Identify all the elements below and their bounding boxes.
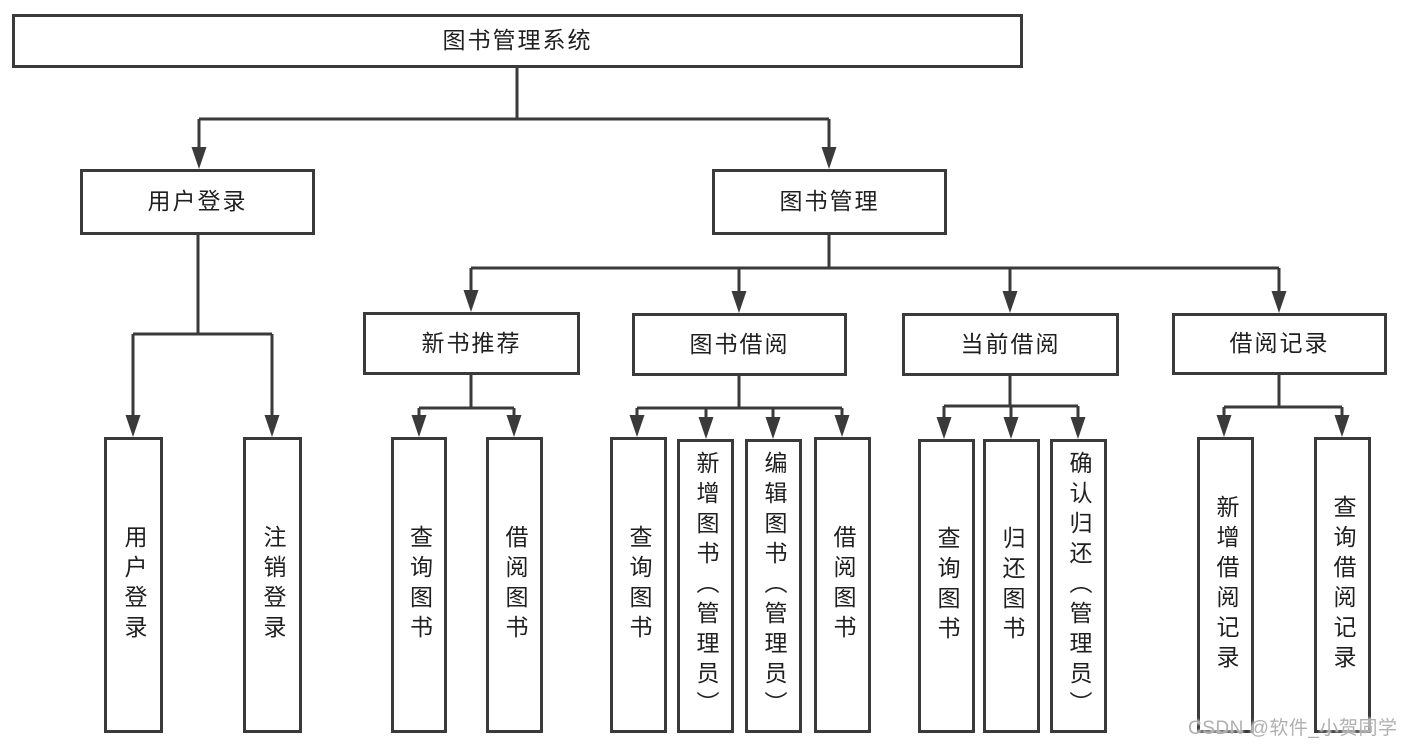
node-leaf-add-books-admin: 新增图书（管理员） xyxy=(677,439,734,733)
arrowhead-icon xyxy=(1002,291,1018,313)
node-label: 借阅记录 xyxy=(1229,330,1330,357)
node-root: 图书管理系统 xyxy=(12,14,1023,68)
node-borrowing-records: 借阅记录 xyxy=(1172,313,1387,375)
node-leaf-query-books-borrow: 查询图书 xyxy=(610,437,667,733)
arrowhead-icon xyxy=(463,290,479,312)
node-label: 查询图书 xyxy=(626,525,652,645)
connector-group-3 xyxy=(411,375,522,437)
connector-line xyxy=(942,376,1080,423)
node-label: 新书推荐 xyxy=(421,329,522,356)
arrowhead-icon xyxy=(1070,417,1086,439)
connector-line xyxy=(635,376,844,423)
node-label: 图书借阅 xyxy=(689,330,790,357)
arrowhead-icon xyxy=(264,415,280,437)
arrowhead-icon xyxy=(1271,291,1287,313)
arrowhead-icon xyxy=(821,147,837,169)
arrowhead-icon xyxy=(191,147,207,169)
arrowhead-icon xyxy=(411,415,427,437)
arrowhead-icon xyxy=(698,417,714,439)
arrowhead-icon xyxy=(765,417,781,439)
arrowhead-icon xyxy=(1334,415,1350,437)
arrowhead-icon xyxy=(1216,415,1232,437)
node-label: 图书管理系统 xyxy=(442,27,593,54)
connector-group-0 xyxy=(191,68,837,169)
connector-line xyxy=(469,235,1281,297)
node-leaf-edit-books-admin: 编辑图书（管理员） xyxy=(745,439,802,733)
connector-group-5 xyxy=(936,376,1086,439)
node-leaf-add-borrow-record: 新增借阅记录 xyxy=(1197,437,1254,733)
connector-line xyxy=(131,235,274,421)
node-leaf-logout: 注销登录 xyxy=(243,437,302,733)
arrowhead-icon xyxy=(936,417,952,439)
arrowhead-icon xyxy=(1003,417,1019,439)
node-label: 查询图书 xyxy=(934,526,960,646)
connector-line xyxy=(1222,375,1344,421)
node-label: 新增借阅记录 xyxy=(1213,495,1239,675)
node-leaf-user-login: 用户登录 xyxy=(104,437,163,733)
node-user-login: 用户登录 xyxy=(80,169,315,235)
node-label: 编辑图书（管理员） xyxy=(761,451,787,721)
node-leaf-query-books-recommend: 查询图书 xyxy=(391,437,447,733)
node-leaf-borrow-books-recommend: 借阅图书 xyxy=(486,437,543,733)
node-leaf-return-books: 归还图书 xyxy=(983,439,1040,733)
node-label: 查询借阅记录 xyxy=(1330,495,1356,675)
connector-group-4 xyxy=(629,376,850,439)
csdn-watermark: CSDN @软件_小贺同学 xyxy=(1188,718,1398,739)
arrowhead-icon xyxy=(834,415,850,437)
connector-line xyxy=(417,375,516,421)
node-leaf-borrow-books-borrow: 借阅图书 xyxy=(814,437,871,733)
node-current-borrowing: 当前借阅 xyxy=(902,313,1119,376)
node-label: 图书管理 xyxy=(779,188,880,215)
arrowhead-icon xyxy=(629,415,645,437)
node-label: 归还图书 xyxy=(999,526,1025,646)
arrowhead-icon xyxy=(731,291,747,313)
node-label: 用户登录 xyxy=(147,188,248,215)
node-leaf-query-books-current: 查询图书 xyxy=(918,439,975,733)
connector-group-6 xyxy=(1216,375,1350,437)
node-new-book-recommend: 新书推荐 xyxy=(363,312,580,375)
connector-group-2 xyxy=(463,235,1287,313)
node-book-borrowing: 图书借阅 xyxy=(632,313,847,376)
node-label: 确认归还（管理员） xyxy=(1066,451,1092,721)
node-leaf-query-borrow-record: 查询借阅记录 xyxy=(1314,437,1371,733)
node-label: 借阅图书 xyxy=(502,525,528,645)
node-label: 用户登录 xyxy=(121,525,147,645)
arrowhead-icon xyxy=(506,415,522,437)
node-label: 注销登录 xyxy=(260,525,286,645)
node-leaf-confirm-return-admin: 确认归还（管理员） xyxy=(1050,439,1107,733)
node-label: 当前借阅 xyxy=(960,330,1061,357)
node-label: 查询图书 xyxy=(406,525,433,645)
arrowhead-icon xyxy=(125,415,141,437)
node-label: 新增图书（管理员） xyxy=(693,451,719,721)
connector-line xyxy=(197,68,831,153)
node-label: 借阅图书 xyxy=(830,525,856,645)
connector-group-1 xyxy=(125,235,280,437)
node-book-management: 图书管理 xyxy=(712,169,947,235)
